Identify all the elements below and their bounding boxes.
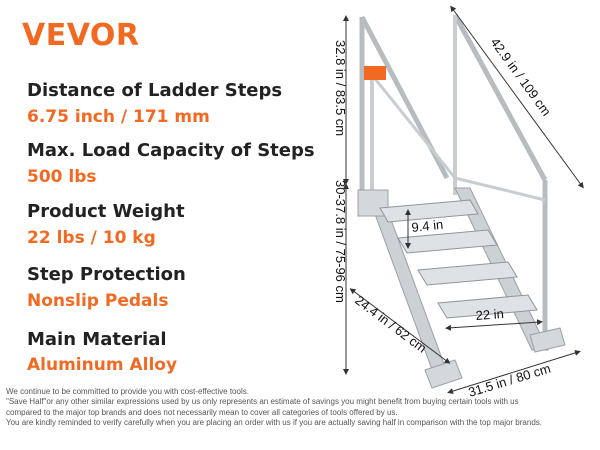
- spec-value-load-capacity: 500 lbs: [27, 167, 97, 187]
- handrail-length-line: [450, 5, 584, 189]
- spec-title-step-distance: Distance of Ladder Steps: [27, 80, 283, 101]
- ladder-length-line: [349, 288, 451, 364]
- label-handrail-length: 42.9 in / 109 cm: [488, 35, 555, 119]
- spec-value-material: Aluminum Alloy: [27, 355, 178, 375]
- base-depth-line: [447, 350, 581, 394]
- disclaimer-line: "Save Half"or any other similar expressi…: [6, 397, 519, 407]
- spec-title-step-protection: Step Protection: [27, 264, 186, 285]
- spec-title-weight: Product Weight: [27, 201, 185, 222]
- dimension-lines: [343, 5, 584, 394]
- spec-value-weight: 22 lbs / 10 kg: [27, 228, 156, 248]
- spec-title-load-capacity: Max. Load Capacity of Steps: [27, 140, 315, 161]
- spec-value-step-distance: 6.75 inch / 171 mm: [27, 107, 210, 127]
- vevor-logo: VEVOR: [22, 18, 140, 53]
- label-handrail-height: 32.8 in / 83.5 cm: [333, 40, 348, 136]
- disclaimer: We continue to be committed to provide y…: [6, 387, 596, 429]
- label-adjustable-height: 30-37.8 in / 75-96 cm: [333, 180, 348, 303]
- spec-value-step-protection: Nonslip Pedals: [27, 291, 169, 311]
- label-step-width: 22 in: [475, 306, 504, 323]
- step-width-line: [445, 319, 543, 331]
- tread-1: [379, 199, 479, 223]
- brand-sticker: [364, 66, 386, 80]
- disclaimer-line: You are kindly reminded to verify carefu…: [6, 418, 542, 428]
- tread-2: [397, 229, 498, 254]
- right-handrail: [452, 13, 548, 345]
- tread-3: [417, 261, 518, 286]
- left-handrail: [359, 15, 457, 200]
- disclaimer-line: compared to the major top brands and doe…: [6, 407, 398, 417]
- stair-treads: [379, 199, 538, 319]
- disclaimer-line: We continue to be committed to provide y…: [6, 387, 249, 396]
- label-step-spacing: 9.4 in: [411, 217, 444, 235]
- spec-title-material: Main Material: [27, 329, 167, 350]
